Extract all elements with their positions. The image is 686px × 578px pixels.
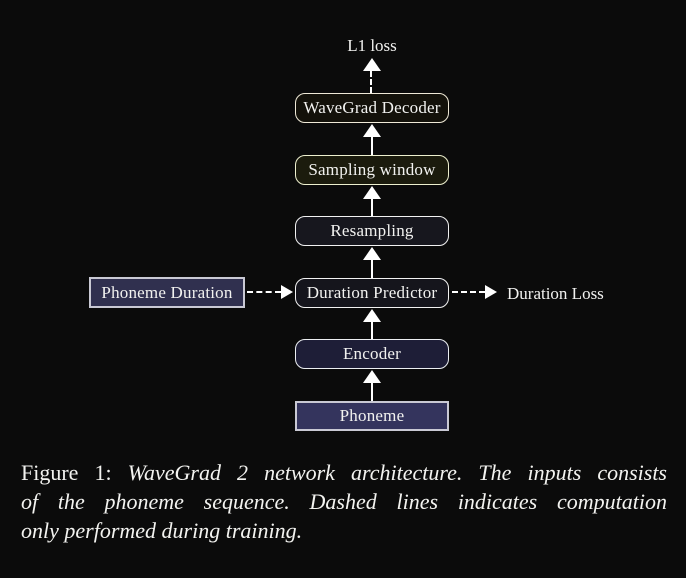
- wavegrad2-architecture-diagram: L1 loss WaveGrad Decoder Sampling window…: [89, 36, 604, 431]
- caption-figure-label: Figure 1:: [21, 460, 112, 485]
- caption-text-line1: WaveGrad 2 network architecture. The inp…: [127, 460, 667, 485]
- arrowhead-up-icon: [363, 309, 381, 322]
- node-label: WaveGrad Decoder: [303, 98, 441, 117]
- caption-line-2: of the phoneme sequence. Dashed lines in…: [21, 489, 667, 514]
- figure-caption: Figure 1: WaveGrad 2 network architectur…: [21, 458, 667, 545]
- caption-line-3: only performed during training.: [21, 518, 303, 543]
- node-phoneme: Phoneme: [295, 401, 449, 431]
- duration-loss-label: Duration Loss: [507, 284, 604, 303]
- dashed-arrow-durpred-to-duration-loss: [452, 291, 485, 293]
- arrowhead-up-icon: [363, 370, 381, 383]
- dashed-arrow-to-l1-loss: [370, 71, 372, 93]
- node-label: Sampling window: [308, 160, 436, 179]
- arrow-resampling-to-sampling: [371, 199, 373, 216]
- node-label: Phoneme Duration: [101, 282, 233, 302]
- arrow-phoneme-to-encoder: [371, 383, 373, 401]
- arrow-sampling-to-decoder: [371, 137, 373, 155]
- arrowhead-up-icon: [363, 247, 381, 260]
- node-phoneme-duration: Phoneme Duration: [89, 277, 245, 308]
- node-duration-predictor: Duration Predictor: [295, 278, 449, 308]
- node-label: Duration Predictor: [306, 283, 438, 302]
- arrow-durpred-to-resampling: [371, 260, 373, 278]
- l1-loss-label: L1 loss: [347, 36, 397, 55]
- node-label: Encoder: [342, 344, 402, 363]
- arrowhead-right-icon: [485, 285, 497, 299]
- node-wavegrad-decoder: WaveGrad Decoder: [295, 93, 449, 123]
- dashed-arrow-phoneme-duration-to-durpred: [247, 291, 281, 293]
- node-sampling-window: Sampling window: [295, 155, 449, 185]
- node-resampling: Resampling: [295, 216, 449, 246]
- caption-line-1: Figure 1: WaveGrad 2 network architectur…: [21, 458, 667, 487]
- arrow-encoder-to-durpred: [371, 322, 373, 339]
- node-label: Phoneme: [339, 406, 405, 425]
- arrowhead-up-icon: [363, 124, 381, 137]
- arrowhead-up-icon: [363, 58, 381, 71]
- arrowhead-up-icon: [363, 186, 381, 199]
- node-encoder: Encoder: [295, 339, 449, 369]
- arrowhead-right-icon: [281, 285, 293, 299]
- node-label: Resampling: [330, 221, 414, 240]
